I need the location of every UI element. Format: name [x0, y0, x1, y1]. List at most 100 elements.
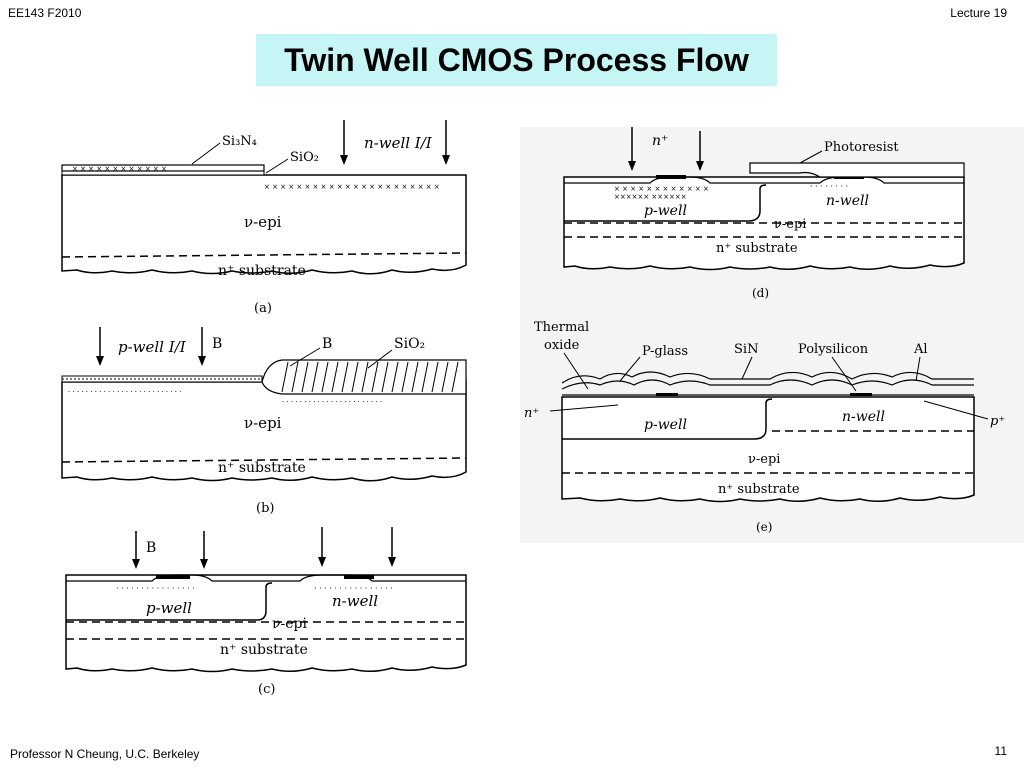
dots-right: · · · · · · · · · · · · · · · · — [314, 584, 393, 593]
pplus-label: p⁺ — [990, 414, 1005, 429]
pplus-leader — [923, 400, 989, 420]
caption-d: (d) — [752, 286, 769, 300]
thermal-oxide-label-1: Thermal — [534, 320, 589, 335]
thermal-oxide-leader — [563, 352, 589, 390]
figure-a-diagram: × × × × × × × × × × × × × × × × × × × × … — [61, 120, 467, 316]
implant-label-d: n⁺ — [652, 133, 668, 149]
title-banner: Twin Well CMOS Process Flow — [256, 34, 777, 86]
sio2-label: SiO₂ — [394, 336, 425, 352]
figure-b-diagram: · · · · · · · · · · · · · · · · · · · · … — [61, 327, 467, 516]
implant-marks-d1: × × × × × × × × × × × × — [614, 185, 709, 193]
polysilicon-label: Polysilicon — [798, 342, 869, 357]
sin-leader — [741, 356, 753, 380]
wafer-cross-section — [61, 174, 467, 275]
implant-label: p-well I/I — [118, 338, 187, 356]
photoresist-leader — [799, 150, 823, 164]
arrow-head-1 — [96, 356, 104, 366]
photoresist-layer — [749, 162, 965, 178]
epi-label-e: ν-epi — [748, 452, 780, 467]
substrate-label: n⁺ substrate — [218, 460, 306, 476]
nplus-label: n⁺ — [524, 406, 539, 421]
sio2-leader — [265, 158, 289, 174]
dopant-dots-left: · · · · · · · · · · · · · · · · · · · · … — [68, 388, 181, 396]
nplus-leader — [549, 404, 619, 412]
sio2-leader — [367, 349, 393, 369]
boron-label: B — [146, 540, 156, 556]
boron-label-1: B — [212, 336, 222, 352]
epi-label: ν-epi — [272, 616, 307, 632]
nwell-label-e: n-well — [842, 409, 885, 425]
arrow-head-d1 — [628, 161, 636, 171]
thermal-oxide-label-2: oxide — [544, 338, 580, 353]
gate-left — [156, 575, 190, 579]
arrow-head-1 — [132, 559, 140, 569]
nitride-layer — [61, 164, 265, 172]
epi-label: ν-epi — [244, 213, 282, 231]
arrow-head-3 — [318, 557, 326, 567]
nwell-label: n-well — [332, 592, 378, 610]
arrow-head-1 — [340, 155, 348, 165]
figure-d-e-panel: × × × × × × × × × × × × ×××××× ×××××× · … — [520, 127, 1024, 543]
lecture-label: Lecture 19 — [950, 6, 1007, 20]
sio2-label: SiO₂ — [290, 150, 319, 165]
figure-b: · · · · · · · · · · · · · · · · · · · · … — [52, 322, 484, 522]
caption-a: (a) — [254, 301, 272, 316]
substrate-label-d: n⁺ substrate — [716, 241, 798, 256]
pwell-label-e: p-well — [644, 417, 687, 433]
top-layer-2 — [561, 379, 974, 390]
caption-b: (b) — [256, 501, 274, 516]
substrate-boundary — [61, 252, 467, 258]
course-label: EE143 F2010 — [8, 6, 82, 20]
implant-label: n-well I/I — [364, 134, 433, 152]
substrate-label-e: n⁺ substrate — [718, 482, 800, 497]
figure-c-diagram: · · · · · · · · · · · · · · · · · · · · … — [65, 527, 467, 697]
pglass-leader — [619, 356, 641, 382]
figure-a: × × × × × × × × × × × × × × × × × × × × … — [52, 115, 484, 322]
slide-title: Twin Well CMOS Process Flow — [284, 41, 749, 78]
wafer-e — [561, 396, 975, 503]
arrow-head-2 — [200, 559, 208, 569]
thick-oxide-hatching — [281, 361, 459, 393]
top-layer-1 — [561, 371, 974, 384]
pwell-boundary — [66, 582, 273, 621]
epi-label: ν-epi — [244, 414, 282, 432]
wafer-cross-section — [65, 574, 467, 673]
gate-e-left — [656, 393, 678, 396]
pwell-label-d: p-well — [644, 203, 687, 219]
substrate-label: n⁺ substrate — [220, 642, 308, 658]
al-label: Al — [913, 342, 928, 357]
boron-label-2: B — [322, 336, 332, 352]
implant-marks: × × × × × × × × × × × × × × × × × × × × … — [264, 183, 440, 191]
boron-leader — [289, 347, 321, 367]
substrate-boundary — [61, 457, 467, 463]
dopant-dots-right: · · · · · · · · · · · · · · · · · · · · … — [282, 398, 382, 406]
footer-author: Professor N Cheung, U.C. Berkeley — [10, 747, 200, 761]
gate-e-right — [850, 393, 872, 396]
si3n4-label: Si₃N₄ — [222, 134, 257, 149]
substrate-label: n⁺ substrate — [218, 263, 306, 279]
figure-c: · · · · · · · · · · · · · · · · · · · · … — [52, 525, 484, 705]
implant-marks-d2: ×××××× ×××××× — [614, 193, 687, 201]
dots-left: · · · · · · · · · · · · · · · · — [116, 584, 195, 593]
nwell-label-d: n-well — [826, 193, 869, 209]
caption-c: (c) — [258, 682, 275, 697]
arrow-head-d2 — [696, 161, 704, 171]
wafer-cross-section — [61, 379, 467, 482]
page-number: 11 — [994, 744, 1007, 758]
caption-e: (e) — [756, 520, 772, 534]
arrow-head-2 — [198, 356, 206, 366]
sin-label: SiN — [734, 342, 758, 357]
pglass-label: P-glass — [642, 344, 688, 359]
pwell-boundary-d — [564, 184, 767, 222]
gate-d-left — [656, 175, 686, 179]
epi-label-d: ν-epi — [774, 217, 806, 232]
si3n4-leader — [191, 142, 221, 165]
pwell-boundary-e — [562, 398, 773, 440]
photoresist-label: Photoresist — [824, 140, 899, 155]
nitride-marks: × × × × × × × × × × × × — [72, 165, 167, 173]
dots-d: · · · · · · · · — [810, 182, 848, 191]
arrow-head-2 — [442, 155, 450, 165]
arrow-head-4 — [388, 557, 396, 567]
figure-d-e-diagram: × × × × × × × × × × × × ×××××× ×××××× · … — [524, 127, 1005, 534]
pwell-label: p-well — [146, 599, 192, 617]
